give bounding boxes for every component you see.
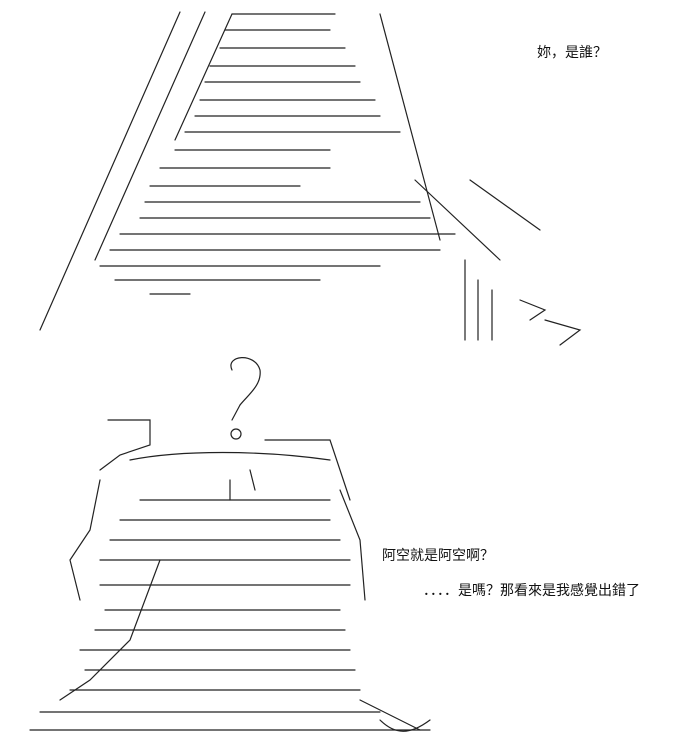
dialogue-line-3: ．．．．是嗎？那看來是我感覺出錯了: [423, 583, 640, 599]
upper-figure-art: [39, 11, 582, 346]
lower-figure-art: [29, 357, 431, 732]
dialogue-line-1: 妳，是誰？: [537, 45, 607, 61]
dialogue-line-2: 阿空就是阿空啊？: [382, 548, 494, 564]
